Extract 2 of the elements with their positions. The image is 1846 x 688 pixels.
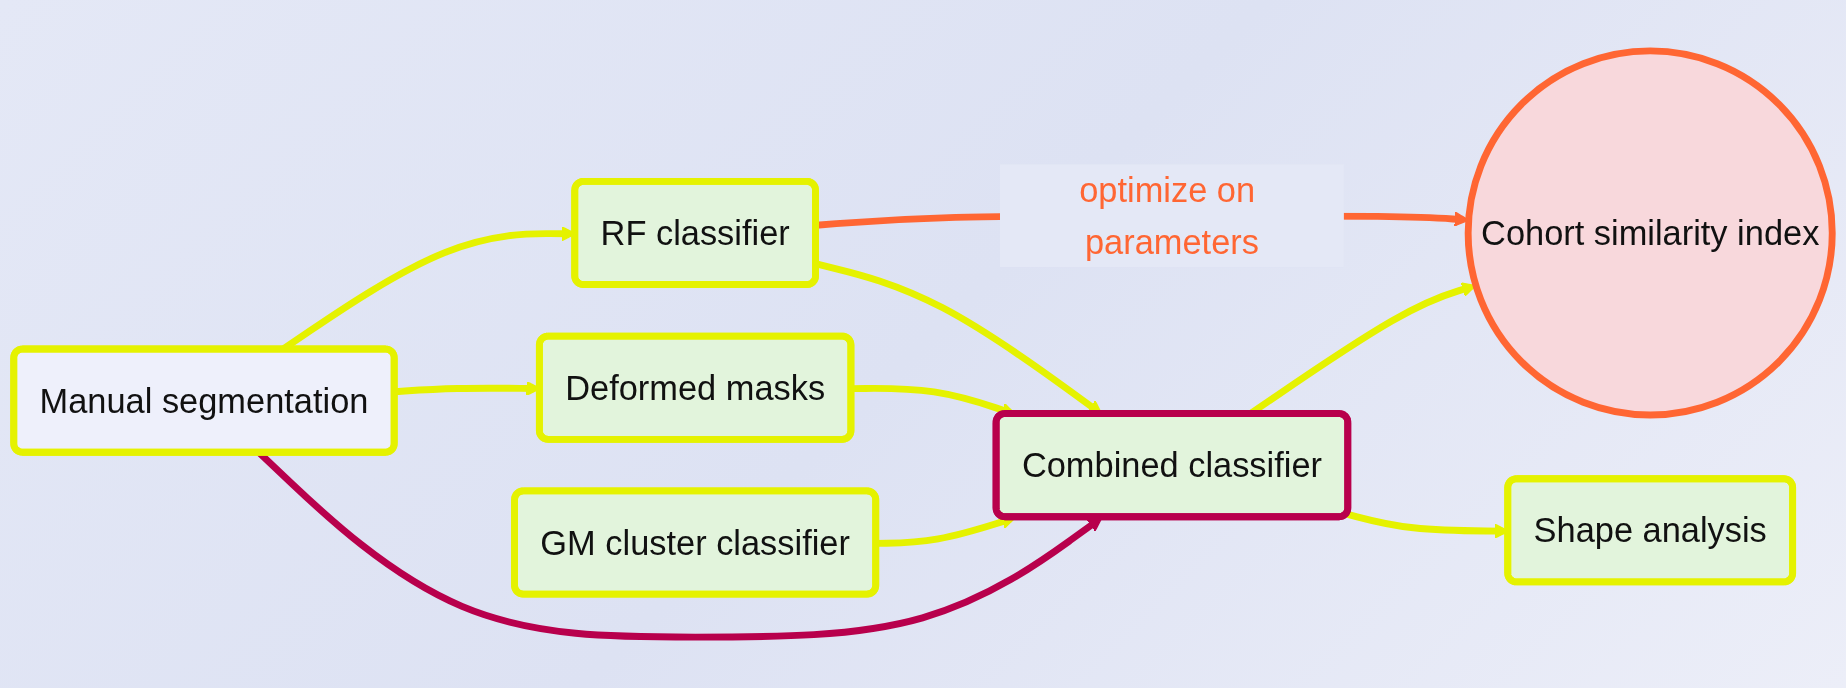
- node-circle: Cohort similarity index: [1464, 47, 1836, 419]
- edge-label: optimize on parameters: [1079, 171, 1259, 261]
